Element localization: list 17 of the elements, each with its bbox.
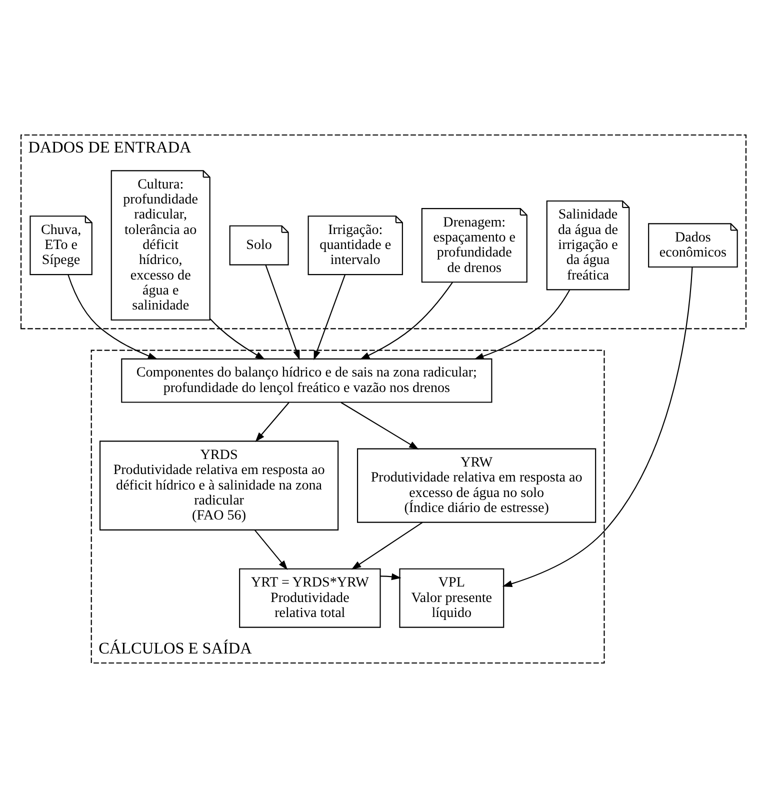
arrow [254, 530, 288, 570]
arrow [351, 522, 423, 570]
node-box: YRT = YRDS*YRW Produtividade relativa total [239, 568, 381, 628]
arrow [68, 274, 158, 360]
arrow [210, 318, 266, 360]
arrow [265, 264, 300, 360]
arrow [380, 573, 402, 580]
arrow [502, 267, 693, 588]
node-box: VPL Valor presente líquido [399, 568, 504, 628]
node-box: Componentes do balanço hídrico e de sais na zona radicular; profundidade do lençol freático e vazão nos drenos [121, 358, 492, 403]
arrow [255, 402, 290, 442]
arrow [474, 290, 570, 360]
arrow [340, 402, 419, 450]
arrow [360, 282, 453, 360]
node-box: YRW Produtividade relativa em resposta ao excesso de água no solo (Índice diário de estresse) [356, 448, 596, 523]
arrow [314, 274, 346, 360]
node-box: YRDS Produtividade relativa em resposta ao déficit hídrico e à salinidade na zona radicular (FAO 56) [99, 440, 339, 530]
